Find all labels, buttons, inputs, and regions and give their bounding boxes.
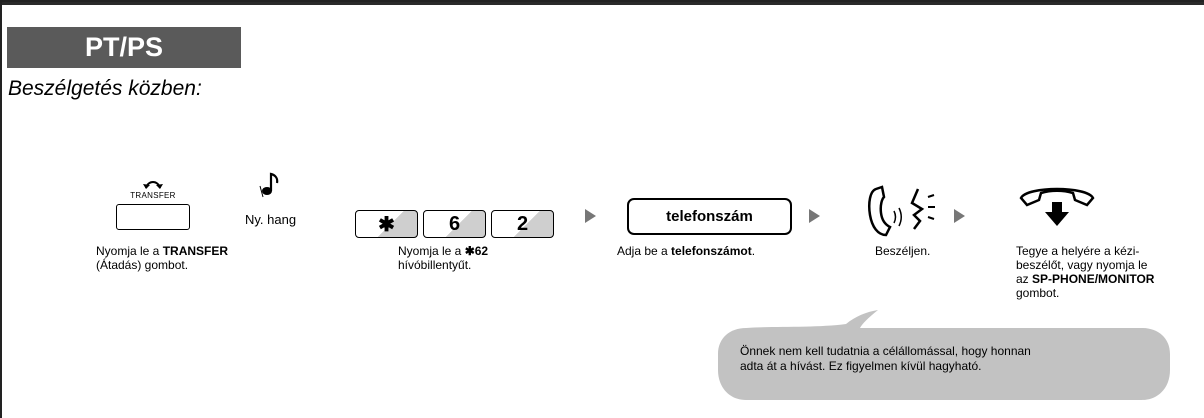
transfer-key-illustration: TRANSFER	[113, 174, 193, 232]
transfer-key-label: TRANSFER	[130, 191, 176, 200]
header-rule	[2, 2, 1204, 5]
transfer-step-text: Nyomja le a TRANSFER (Átadás) gombot.	[96, 244, 229, 272]
flow-arrow-icon	[585, 209, 596, 223]
keys-step-text: Nyomja le a ✱62 hívóbillentyűt.	[398, 244, 489, 272]
star-key: ✱	[355, 210, 418, 238]
flow-arrow-icon	[809, 209, 820, 223]
flow-arrow-icon	[954, 209, 965, 223]
note-text: Önnek nem kell tudatnia a célállomással,…	[740, 344, 1031, 373]
tone-label: Ny. hang	[245, 212, 297, 227]
section-title: Beszélgetés közben:	[8, 77, 202, 100]
hangup-step-text: Tegye a helyére a kézi- beszélőt, vagy n…	[1016, 244, 1155, 300]
six-key: 6	[423, 210, 486, 238]
two-key: 2	[491, 210, 554, 238]
speaking-handset-icon	[862, 183, 937, 243]
phone-number-box: telefonszám	[627, 198, 792, 235]
note-bubble	[718, 310, 1170, 400]
tone-icon	[258, 170, 284, 200]
transfer-key	[116, 204, 190, 230]
speak-step-text: Beszéljen.	[875, 244, 931, 258]
hang-up-handset-icon	[1017, 180, 1097, 230]
phone-number-step-text: Adja be a telefonszámot.	[617, 244, 756, 258]
pt-ps-tab: PT/PS	[7, 27, 241, 68]
transfer-arrow-icon	[143, 181, 163, 189]
